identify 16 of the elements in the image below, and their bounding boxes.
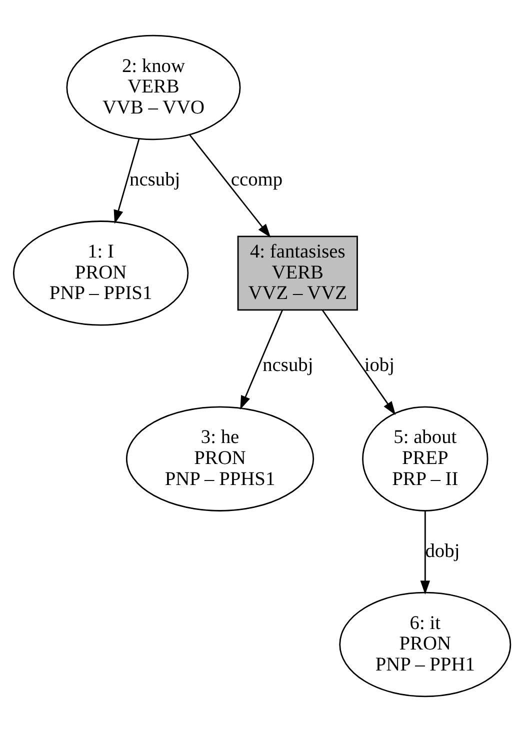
edge-label: ncsubj (262, 355, 314, 376)
node-ellipse: 6: it PRON PNP – PPH1 (339, 592, 512, 698)
arrow (114, 138, 140, 224)
arrow (420, 511, 430, 595)
node-ellipse: 2: know VERB VVB – VVO (66, 34, 241, 140)
node-ellipse: 5: about PREP PRP – II (362, 406, 488, 512)
edge-label: ncsubj (130, 169, 180, 190)
arrow (189, 134, 271, 238)
edge-label: iobj (364, 355, 394, 376)
arrow (240, 310, 284, 410)
arrow (322, 310, 396, 416)
node-ellipse: 3: he PRON PNP – PPHS1 (126, 406, 314, 512)
edge-label: ccomp (230, 169, 283, 190)
node-ellipse: 1: I PRON PNP – PPIS1 (12, 220, 189, 326)
node-box: 4: fantasises VERB VVZ – VVZ (237, 236, 358, 311)
edge-label: dobj (425, 540, 460, 562)
